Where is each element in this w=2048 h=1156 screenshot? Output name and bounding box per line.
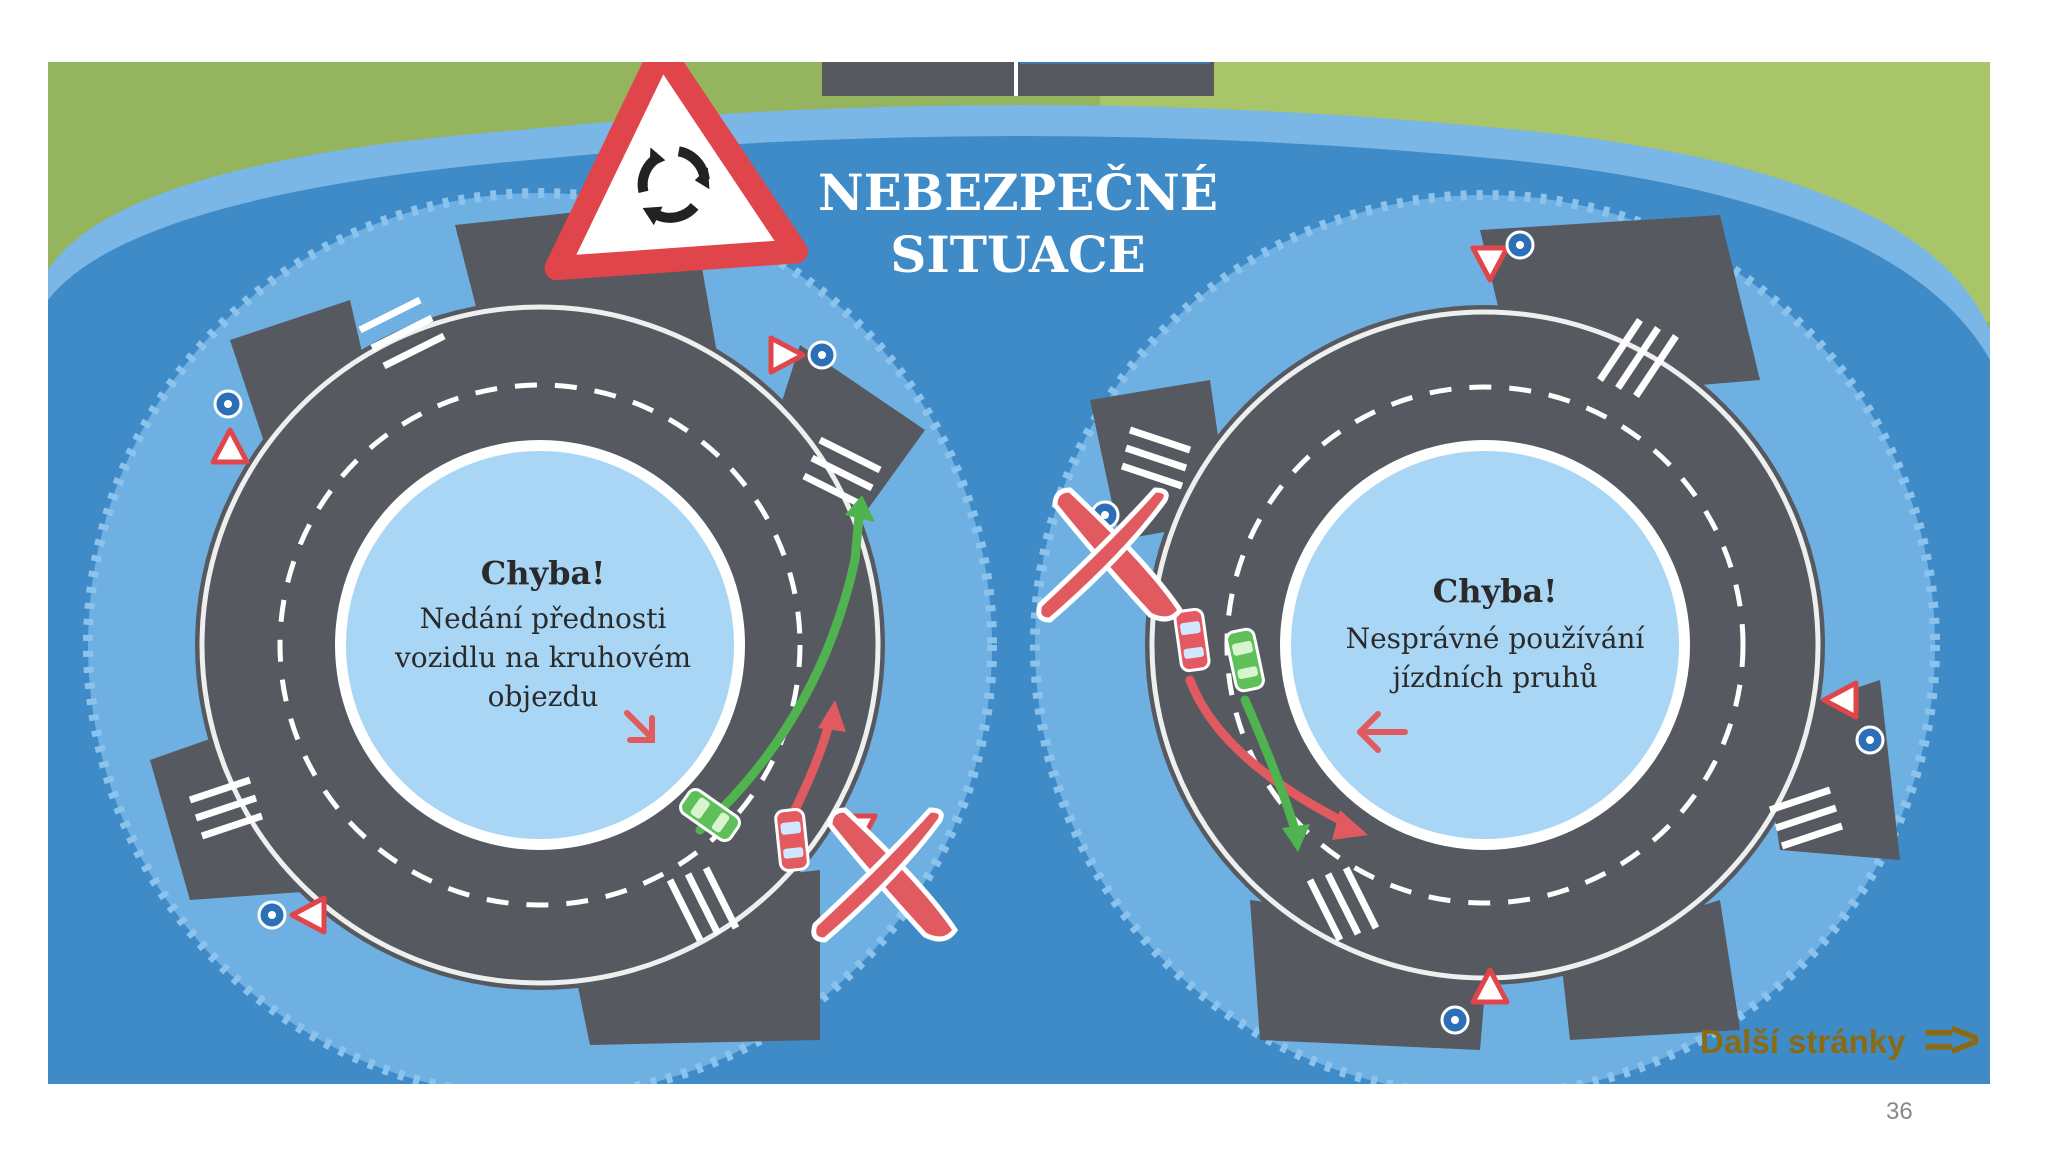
green-path-right <box>1240 695 1300 835</box>
red-path-right <box>1185 675 1355 830</box>
next-pages-label: Další stránky <box>1700 1023 1906 1060</box>
left-caption-line-3: objezdu <box>488 680 599 713</box>
error-cross-icon <box>811 807 959 943</box>
left-caption-line-1: Nedání přednosti <box>420 602 667 635</box>
page-title-line-1: NEBEZPEČNÉ <box>818 163 1218 222</box>
right-caption-line-1: Nesprávné používání <box>1346 622 1646 655</box>
page-number: 36 <box>1886 1098 1913 1125</box>
right-caption-line-2: jízdních pruhů <box>1389 661 1597 694</box>
background-scene: NEBEZPEČNÉ SITUACE Chyba! Nedání přednos… <box>48 62 1990 1084</box>
left-roundabout <box>83 188 997 1084</box>
right-caption-heading: Chyba! <box>1433 572 1557 610</box>
green-path-left <box>695 500 865 835</box>
roundabout-warning-sign <box>544 62 808 281</box>
direction-arrow-icon <box>1357 711 1408 753</box>
right-roundabout <box>1030 190 1940 1084</box>
page-title-line-2: SITUACE <box>890 225 1145 284</box>
direction-arrow-icon <box>624 710 655 743</box>
next-arrow-icon: => <box>1923 1011 1980 1069</box>
next-pages-link[interactable]: Další stránky => <box>1700 1010 1980 1070</box>
left-caption-heading: Chyba! <box>481 554 605 592</box>
error-cross-icon <box>1036 487 1184 623</box>
left-caption-line-2: vozidlu na kruhovém <box>394 641 691 674</box>
